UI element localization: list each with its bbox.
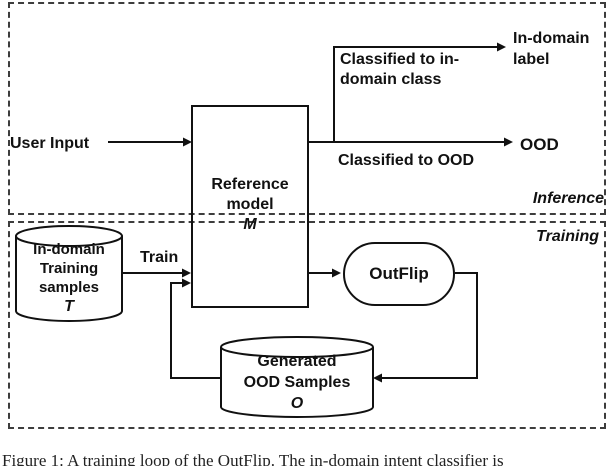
user-input-label: User Input	[10, 135, 90, 152]
generated-ood-cylinder	[220, 347, 374, 418]
feedback-line	[170, 282, 222, 379]
inference-region-label: Inference	[532, 190, 604, 207]
arrowhead-icon	[373, 373, 382, 383]
training-samples-cylinder	[15, 236, 123, 322]
training-samples-symbol: T	[64, 298, 74, 315]
arrowhead-icon	[182, 278, 191, 288]
ood-output-label: OOD	[520, 135, 559, 154]
outflip-box: OutFlip	[343, 242, 455, 306]
training-region-label: Training	[536, 228, 599, 245]
reference-model-box	[191, 105, 309, 308]
arrowhead-icon	[504, 137, 513, 147]
arrowhead-icon	[332, 268, 341, 278]
classified-in-domain-label: Classified to in-domain class	[340, 51, 460, 88]
figure-caption-clipped: Figure 1: A training loop of the OutFlip…	[2, 451, 504, 466]
arrowhead-icon	[497, 42, 506, 52]
reference-model-symbol: M	[243, 216, 257, 233]
train-edge-label: Train	[140, 249, 179, 266]
classified-ood-label: Classified to OOD	[338, 152, 475, 169]
arrowhead-icon	[183, 137, 192, 147]
outflip-label: OutFlip	[369, 264, 429, 283]
outflip-generated-line	[382, 272, 478, 379]
training-samples-cylinder-top	[15, 225, 123, 247]
generated-ood-symbol: O	[290, 395, 304, 412]
generated-ood-cylinder-top	[220, 336, 374, 358]
arrowhead-icon	[182, 268, 191, 278]
